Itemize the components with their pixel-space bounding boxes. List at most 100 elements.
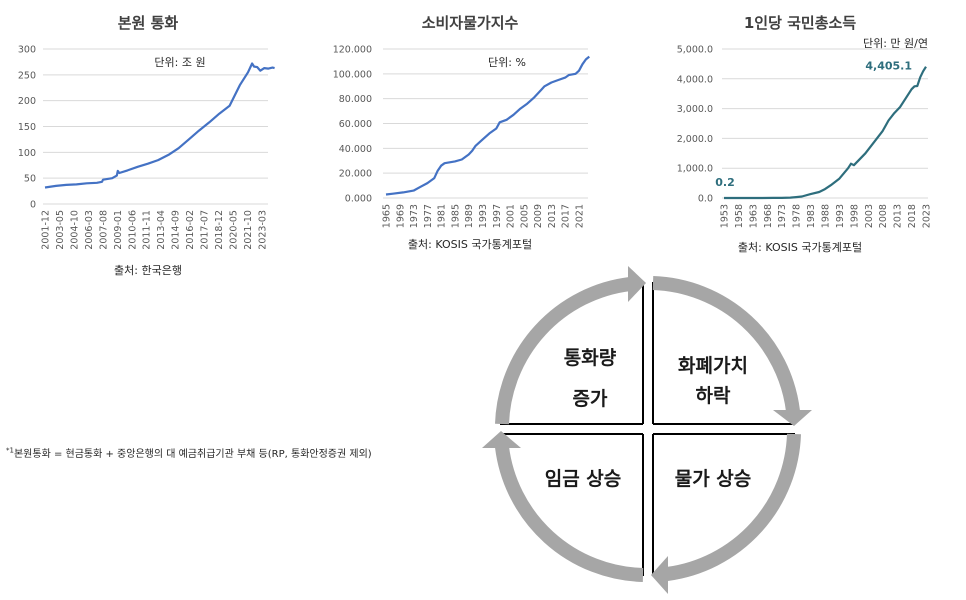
y-tick-label: 100 bbox=[18, 148, 36, 159]
arrowhead-down-icon bbox=[773, 410, 812, 426]
y-tick-label: 120.000 bbox=[333, 45, 372, 56]
x-tick-label: 1973 bbox=[777, 204, 788, 228]
x-tick-label: 2011-11 bbox=[142, 210, 153, 250]
x-tick-label: 1988 bbox=[821, 204, 832, 228]
x-tick-label: 2006-03 bbox=[84, 210, 95, 250]
chart-title: 본원 통화 bbox=[118, 14, 179, 32]
x-tick-label: 1985 bbox=[450, 204, 461, 228]
x-tick-label: 1997 bbox=[492, 204, 503, 228]
x-tick-label: 2023-03 bbox=[258, 210, 269, 250]
y-tick-label: 200 bbox=[18, 96, 36, 107]
chart-title: 소비자물가지수 bbox=[422, 14, 519, 32]
x-tick-label: 2021 bbox=[575, 204, 586, 228]
x-tick-label: 1968 bbox=[763, 204, 774, 228]
x-tick-label: 1989 bbox=[464, 204, 475, 228]
arrowhead-up-icon bbox=[482, 431, 521, 448]
x-tick-label: 2013-04 bbox=[156, 210, 167, 250]
quadrant-currency-value-line2: 하락 bbox=[696, 385, 731, 407]
x-tick-label: 1977 bbox=[423, 204, 434, 228]
x-tick-label: 1963 bbox=[748, 204, 759, 228]
y-tick-label: 20.000 bbox=[339, 169, 372, 180]
y-tick-label: 50 bbox=[24, 174, 36, 185]
x-tick-label: 1993 bbox=[478, 204, 489, 228]
chart-title: 1인당 국민총소득 bbox=[744, 14, 856, 32]
footnote-marker: *1 bbox=[6, 446, 14, 455]
arrow-arc-top-left bbox=[495, 277, 631, 425]
x-tick-label: 2020-05 bbox=[228, 210, 239, 250]
y-tick-label: 1,000.0 bbox=[677, 164, 713, 175]
footnote-text: 본원통화 = 현금통화 + 중앙은행의 대 예금취급기관 부채 등(RP, 통화… bbox=[13, 449, 372, 460]
y-tick-label: 80.000 bbox=[339, 94, 372, 105]
quadrant-price-rise: 물가 상승 bbox=[675, 468, 752, 490]
x-tick-label: 1969 bbox=[395, 204, 406, 228]
quadrant-dividers bbox=[500, 282, 795, 576]
source-label: 출처: 한국은행 bbox=[114, 264, 182, 277]
x-tick-label: 2004-10 bbox=[69, 210, 80, 250]
x-tick-label: 2018 bbox=[907, 204, 918, 228]
x-tick-label: 1978 bbox=[792, 204, 803, 228]
arrow-arc-bottom-left bbox=[495, 446, 644, 582]
arrow-arc-top-right bbox=[652, 276, 800, 412]
x-tick-label: 2009 bbox=[533, 204, 544, 228]
y-tick-label: 150 bbox=[18, 122, 36, 133]
y-tick-label: 4,000.0 bbox=[677, 74, 713, 85]
unit-label: 단위: 조 원 bbox=[154, 56, 205, 69]
x-tick-label: 2008 bbox=[878, 204, 889, 228]
x-tick-label: 2014-09 bbox=[171, 210, 182, 250]
arrowhead-right-icon bbox=[628, 266, 646, 302]
y-tick-label: 0.000 bbox=[345, 194, 372, 205]
footnote: *1본원통화 = 현금통화 + 중앙은행의 대 예금취급기관 부채 등(RP, … bbox=[6, 445, 372, 460]
x-tick-label: 1981 bbox=[437, 204, 448, 228]
x-tick-label: 2013 bbox=[547, 204, 558, 228]
x-tick-label: 1983 bbox=[806, 204, 817, 228]
x-tick-label: 1993 bbox=[835, 204, 846, 228]
x-tick-label: 2003-05 bbox=[55, 210, 66, 250]
x-tick-label: 2018-12 bbox=[214, 210, 225, 250]
y-tick-label: 100.000 bbox=[333, 69, 372, 80]
x-tick-label: 1958 bbox=[734, 204, 745, 228]
y-tick-label: 3,000.0 bbox=[677, 104, 713, 115]
source-label: 출처: KOSIS 국가통계포털 bbox=[738, 241, 862, 254]
quadrant-currency-value-line1: 화폐가치 bbox=[678, 355, 748, 377]
data-label-first: 0.2 bbox=[715, 176, 735, 189]
series-line bbox=[724, 66, 927, 200]
y-tick-label: 40.000 bbox=[339, 144, 372, 155]
x-tick-label: 1998 bbox=[849, 204, 860, 228]
x-tick-label: 2017-07 bbox=[200, 210, 211, 250]
y-tick-label: 0 bbox=[30, 200, 36, 211]
source-label: 출처: KOSIS 국가통계포털 bbox=[408, 238, 532, 251]
x-tick-label: 2013 bbox=[893, 204, 904, 228]
arrowhead-left-icon bbox=[651, 556, 668, 594]
series-line bbox=[385, 55, 590, 196]
y-tick-label: 250 bbox=[18, 70, 36, 81]
x-tick-label: 2001-12 bbox=[41, 210, 52, 250]
y-tick-label: 60.000 bbox=[339, 119, 372, 130]
y-tick-label: 0.0 bbox=[698, 194, 713, 205]
chart-3: 1인당 국민총소득 0.0 1,000.0 2,000.0 3,000.0 4,000.0… bbox=[677, 14, 933, 254]
y-tick-label: 2,000.0 bbox=[677, 134, 713, 145]
x-tick-label: 2016-02 bbox=[185, 210, 196, 250]
x-tick-label: 1973 bbox=[409, 204, 420, 228]
x-tick-label: 2007-08 bbox=[98, 210, 109, 250]
x-tick-label: 2005 bbox=[519, 204, 530, 228]
x-tick-label: 2021-10 bbox=[243, 210, 254, 250]
quadrant-money-supply-line2: 증가 bbox=[573, 388, 608, 410]
quadrant-money-supply-line1: 통화량 bbox=[564, 347, 617, 369]
x-tick-label: 2009-01 bbox=[113, 210, 124, 250]
x-tick-label: 1965 bbox=[382, 204, 393, 228]
x-tick-label: 2023 bbox=[922, 204, 933, 228]
unit-label: 단위: 만 원/연 bbox=[863, 37, 928, 50]
x-tick-label: 2010-06 bbox=[127, 210, 138, 250]
x-tick-label: 2017 bbox=[561, 204, 572, 228]
cycle-arrows bbox=[495, 276, 801, 582]
chart-2: 소비자물가지수 0.000 20.000 40.000 60.000 80.000 100.… bbox=[333, 14, 590, 251]
unit-label: 단위: % bbox=[488, 56, 526, 69]
arrow-arc-bottom-right bbox=[666, 433, 801, 581]
x-tick-label: 1953 bbox=[720, 204, 731, 228]
y-tick-label: 5,000.0 bbox=[677, 45, 713, 56]
x-tick-label: 2003 bbox=[864, 204, 875, 228]
series-line bbox=[44, 62, 275, 189]
y-tick-label: 300 bbox=[18, 45, 36, 56]
